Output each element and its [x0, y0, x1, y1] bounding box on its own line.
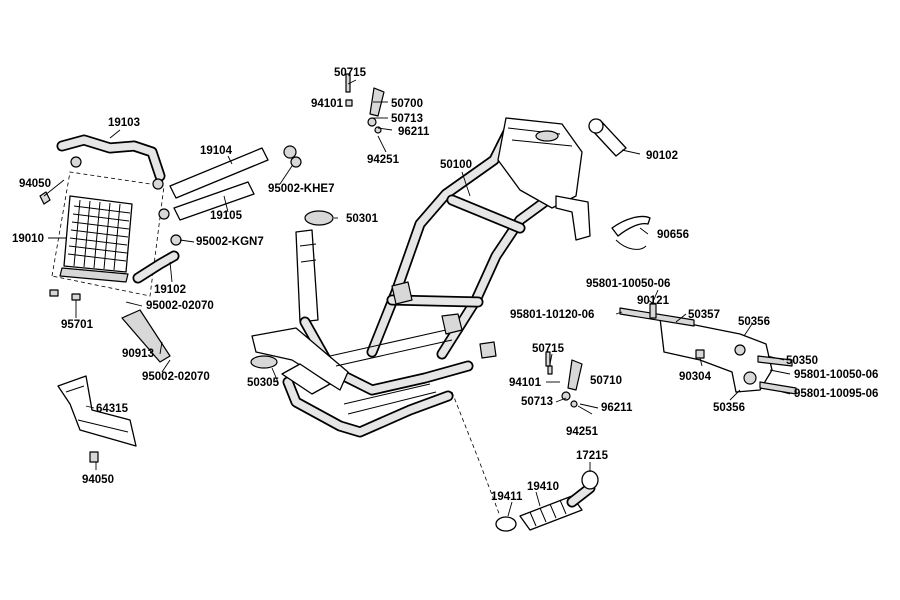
frame-head-tube — [295, 229, 319, 323]
label-50305: 50305 — [247, 377, 280, 389]
label-19102: 19102 — [154, 284, 186, 296]
hose-19105 — [173, 181, 255, 221]
bolt-95801-10120-06 — [619, 307, 695, 327]
label-19103: 19103 — [108, 117, 140, 129]
label-95002-kgn7: 95002-KGN7 — [196, 236, 264, 248]
label-94101-lower: 94101 — [509, 377, 542, 389]
label-19104: 19104 — [200, 145, 233, 157]
label-90913: 90913 — [122, 348, 154, 360]
label-19105: 19105 — [210, 210, 243, 222]
label-95002-02070-lower: 95002-02070 — [142, 371, 210, 383]
label-50713-lower: 50713 — [521, 396, 553, 408]
clamp-icon — [70, 156, 82, 168]
label-50350: 50350 — [786, 355, 818, 367]
label-64315: 64315 — [96, 403, 129, 415]
label-95801-10095-06: 95801-10095-06 — [794, 388, 878, 400]
label-90304: 90304 — [679, 371, 712, 383]
label-90102: 90102 — [646, 150, 678, 162]
hose-19104 — [169, 147, 269, 199]
cap-17215 — [581, 470, 599, 490]
frame-front-crossbar — [251, 327, 349, 391]
label-50713-upper: 50713 — [391, 113, 423, 125]
label-50301: 50301 — [346, 213, 379, 225]
label-95801-10120-06: 95801-10120-06 — [510, 309, 594, 321]
cap-50301 — [304, 210, 334, 226]
label-19411: 19411 — [491, 491, 523, 503]
radiator-cover-90913 — [121, 309, 171, 363]
label-50100: 50100 — [440, 159, 472, 171]
label-95002-khe7: 95002-KHE7 — [268, 183, 334, 195]
label-95801-10050-06-lower: 95801-10050-06 — [794, 369, 878, 381]
leader-lines — [43, 79, 791, 517]
clamp-19411 — [495, 516, 517, 532]
label-96211-lower: 96211 — [601, 402, 633, 414]
main-frame — [251, 117, 591, 438]
label-94050-upper: 94050 — [19, 178, 51, 190]
label-94101-upper: 94101 — [311, 98, 344, 110]
engine-hanger-50350 — [659, 317, 773, 393]
label-95801-10050-06-upper: 95801-10050-06 — [586, 278, 670, 290]
label-50700: 50700 — [391, 98, 423, 110]
label-90121: 90121 — [637, 295, 670, 307]
duct-19410 — [519, 495, 583, 531]
frame-rear-hanger — [555, 195, 591, 241]
radiator-outline — [51, 171, 165, 297]
label-50715-upper: 50715 — [334, 67, 367, 79]
cap-50305 — [250, 355, 278, 369]
label-94251-upper: 94251 — [367, 154, 400, 166]
label-50715-lower: 50715 — [532, 343, 565, 355]
label-17215: 17215 — [576, 450, 609, 462]
label-94251-lower: 94251 — [566, 426, 599, 438]
footrest-50710 — [567, 359, 583, 391]
label-50356-lower: 50356 — [713, 402, 745, 414]
label-50710: 50710 — [590, 375, 622, 387]
label-19010: 19010 — [12, 233, 44, 245]
label-50357: 50357 — [688, 309, 720, 321]
part-labels: 50715 94101 50700 50713 96211 94251 1910… — [12, 67, 878, 503]
strap-90656 — [611, 215, 651, 237]
label-19410: 19410 — [527, 481, 559, 493]
label-90656: 90656 — [657, 229, 689, 241]
label-96211-upper: 96211 — [398, 126, 430, 138]
cooling-group — [39, 134, 302, 301]
label-95002-02070-upper: 95002-02070 — [146, 300, 214, 312]
label-50356-upper: 50356 — [738, 316, 770, 328]
label-94050-lower: 94050 — [82, 474, 114, 486]
label-95701: 95701 — [61, 319, 94, 331]
bracket-64315 — [57, 375, 137, 447]
